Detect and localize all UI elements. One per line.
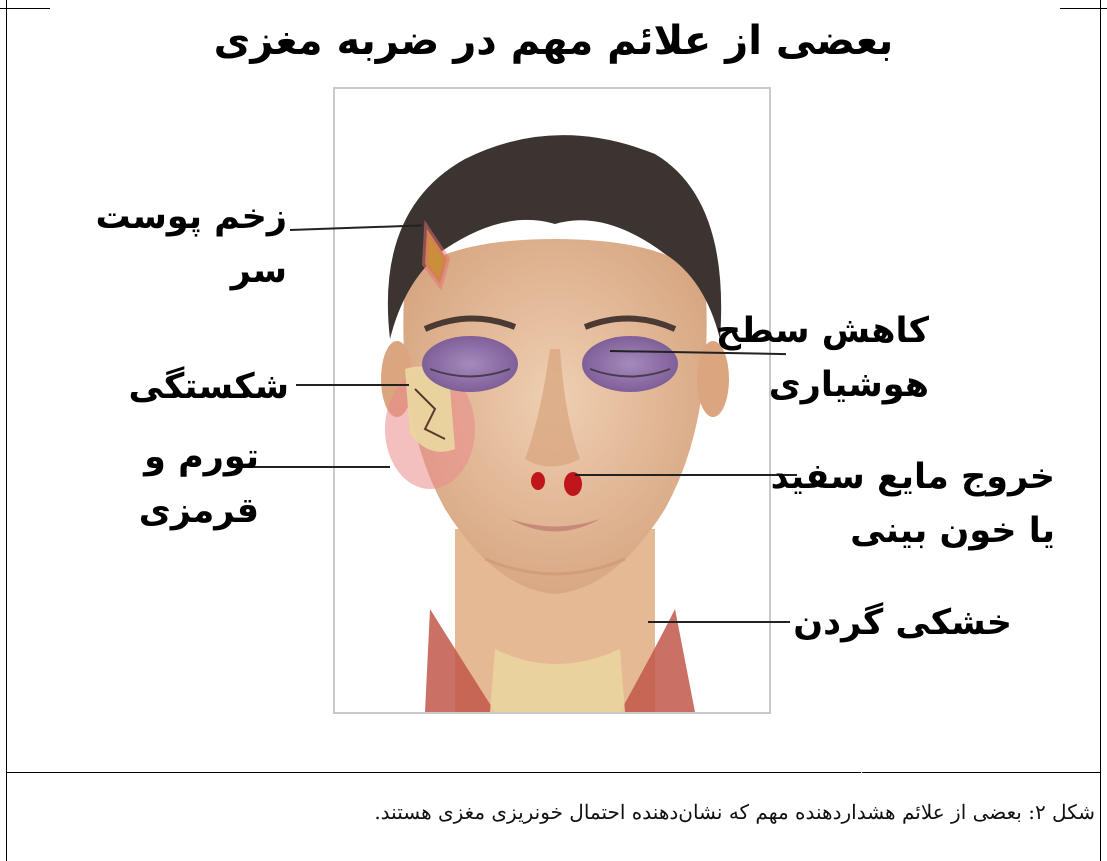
- label-swelling-line1: تورم و: [139, 430, 259, 484]
- label-fracture-line1: شکستگی: [129, 360, 289, 414]
- figure-caption: شکل ۲: بعضی از علائم هشداردهنده مهم که ن…: [374, 800, 1095, 824]
- label-consciousness-line1: کاهش سطح: [716, 304, 929, 358]
- label-swelling-line2: قرمزی: [139, 484, 259, 538]
- head-drawing: [335, 89, 769, 712]
- label-neck-stiffness: خشکی گردن: [793, 596, 1012, 650]
- label-consciousness: کاهش سطح هوشیاری: [716, 304, 929, 412]
- label-scalp-wound: زخم پوست سر: [95, 190, 287, 298]
- blood-drop-left: [531, 472, 545, 490]
- leader-swelling: [250, 466, 390, 468]
- label-swelling: تورم و قرمزی: [139, 430, 259, 538]
- scan-speck: ·: [860, 768, 863, 779]
- right-border: [1100, 0, 1101, 861]
- caption-divider: [6, 772, 1101, 773]
- label-scalp-wound-line2: سر: [95, 244, 287, 298]
- head-illustration: [333, 87, 771, 714]
- label-nasal-discharge-line1: خروج مایع سفید: [771, 450, 1055, 504]
- label-neck-stiffness-line1: خشکی گردن: [793, 596, 1012, 650]
- label-nasal-discharge: خروج مایع سفید یا خون بینی: [771, 450, 1055, 558]
- leader-fracture: [296, 384, 409, 386]
- label-consciousness-line2: هوشیاری: [716, 358, 929, 412]
- left-border: [6, 0, 7, 861]
- right-eyelid: [582, 336, 678, 392]
- top-rule-left: [0, 8, 50, 9]
- leader-nasal-discharge: [575, 474, 797, 476]
- label-scalp-wound-line1: زخم پوست: [95, 190, 287, 244]
- left-eyelid: [422, 336, 518, 392]
- figure-title: بعضی از علائم مهم در ضربه مغزی: [0, 18, 1107, 64]
- label-fracture: شکستگی: [129, 360, 289, 414]
- leader-neck-stiffness: [648, 621, 790, 623]
- label-nasal-discharge-line2: یا خون بینی: [771, 504, 1055, 558]
